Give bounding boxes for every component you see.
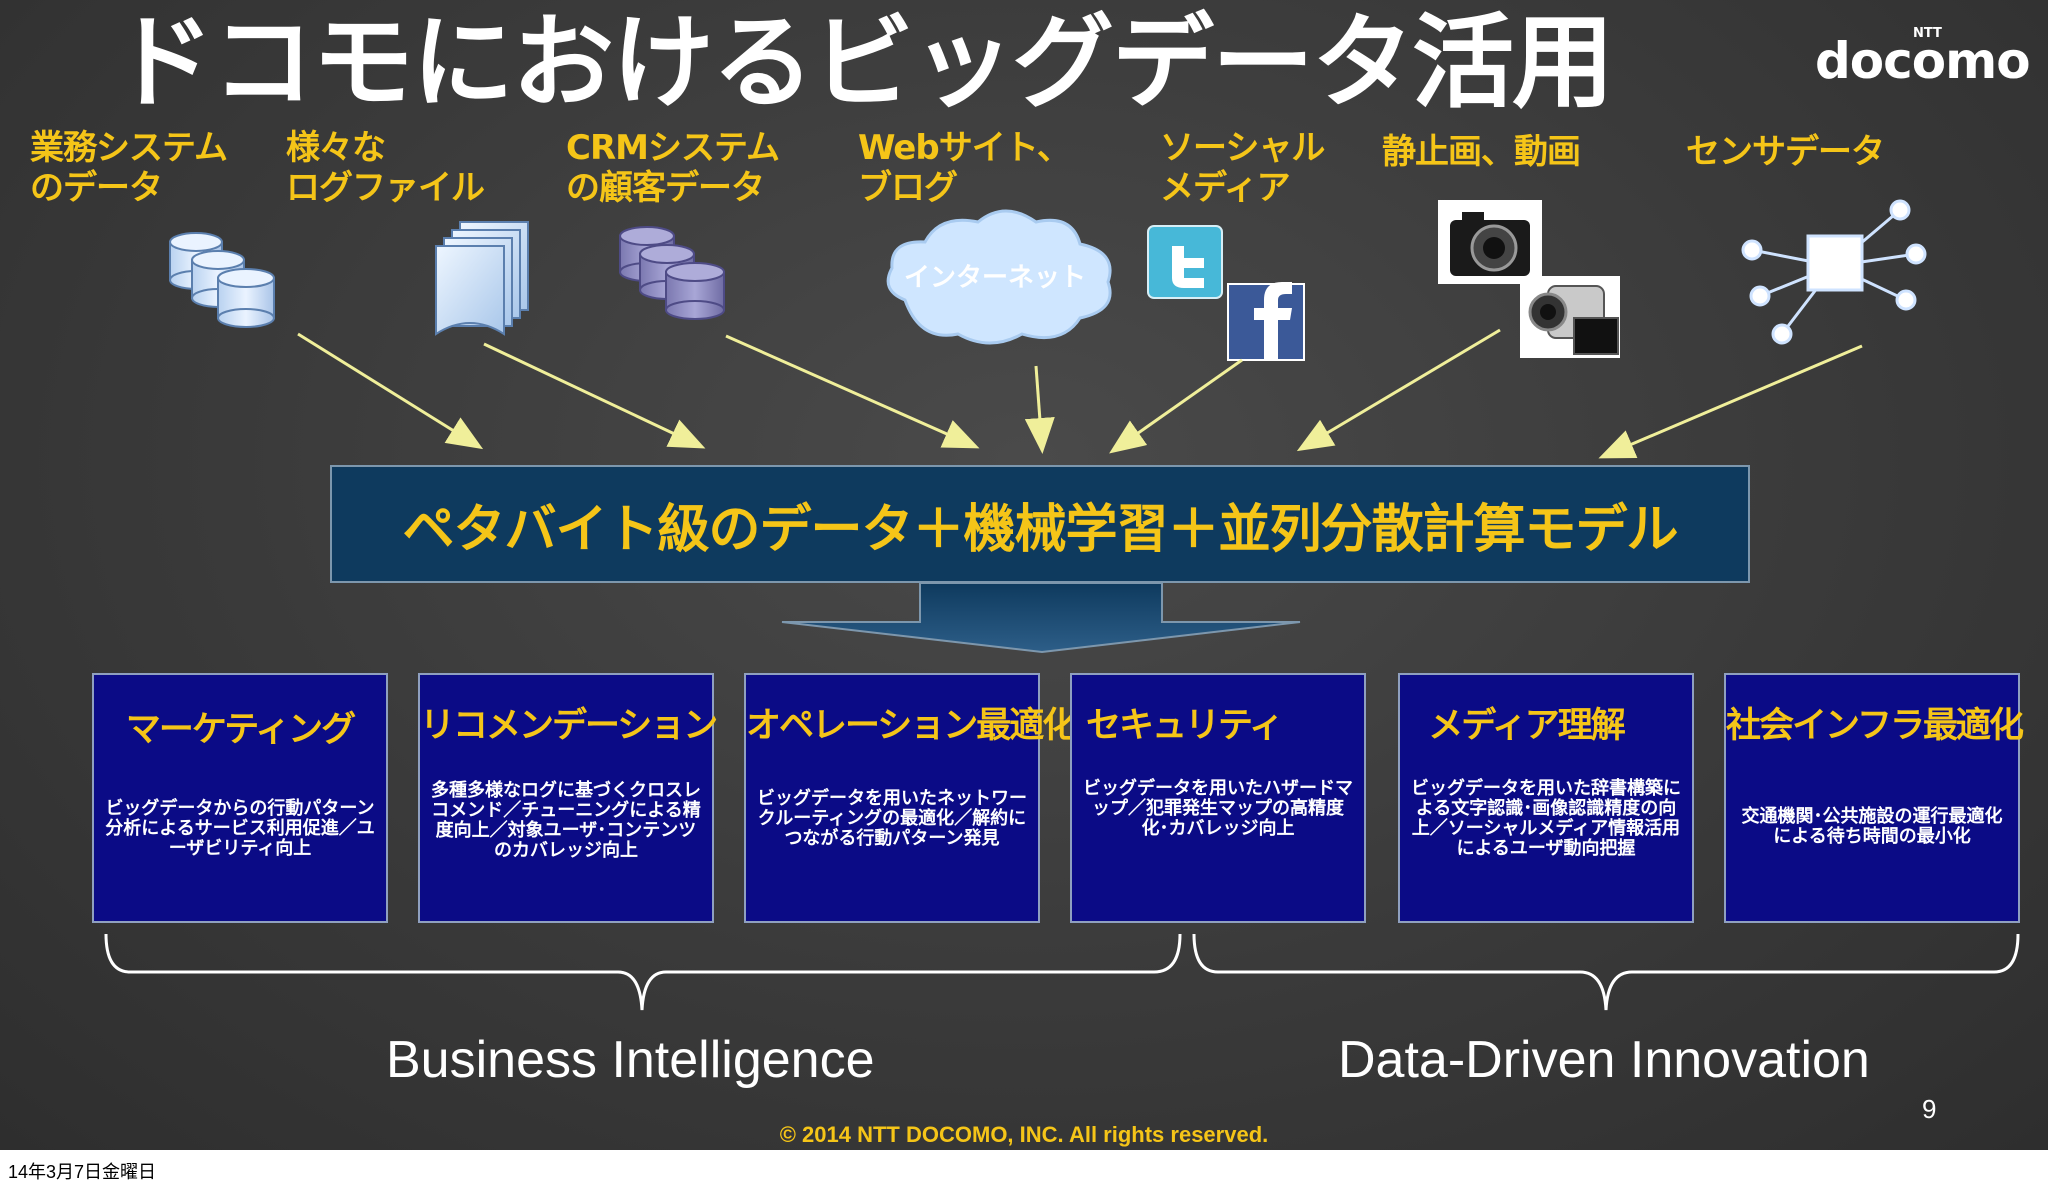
- box-title: セキュリティ: [1086, 706, 1284, 746]
- facebook-icon: [1227, 282, 1305, 361]
- slide-title: ドコモにおけるビッグデータ活用: [112, 4, 1614, 123]
- logo-ntt: NTT: [1913, 26, 1942, 41]
- database-icon: [619, 226, 725, 320]
- box-title: マーケティング: [125, 710, 356, 750]
- box-media-understanding: メディア理解 ビッグデータを用いた辞書構築による文字認識･画像認識精度の向上／ソ…: [1398, 673, 1694, 923]
- database-icon: [169, 232, 275, 328]
- box-desc: ビッグデータを用いた辞書構築による文字認識･画像認識精度の向上／ソーシャルメディ…: [1411, 778, 1681, 859]
- box-desc: ビッグデータからの行動パターン分析によるサービス利用促進／ユーザビリティ向上: [105, 798, 375, 859]
- core-banner: ペタバイト級のデータ＋機械学習＋並列分散計算モデル: [330, 465, 1750, 583]
- source-label-crm: CRMシステム の顧客データ: [566, 128, 780, 208]
- twitter-icon: [1147, 225, 1223, 299]
- box-desc: ビッグデータを用いたネットワークルーティングの最適化／解約につながる行動パターン…: [757, 788, 1027, 849]
- box-security: セキュリティ ビッグデータを用いたハザードマップ／犯罪発生マップの高精度化･カバ…: [1070, 673, 1366, 923]
- source-label-logs: 様々な ログファイル: [286, 128, 485, 208]
- source-label-media: 静止画、動画: [1382, 132, 1581, 172]
- brace-business-intelligence: [104, 933, 1182, 1011]
- group-label-business-intelligence: Business Intelligence: [386, 1031, 875, 1089]
- box-marketing: マーケティング ビッグデータからの行動パターン分析によるサービス利用促進／ユーザ…: [92, 673, 388, 923]
- down-arrow: [781, 582, 1301, 654]
- box-desc: 多種多様なログに基づくクロスレコメンド／チューニングによる精度向上／対象ユーザ･…: [431, 780, 701, 861]
- diagram-graphics: インターネット: [104, 199, 2020, 1011]
- page-number: 9: [1922, 1094, 1937, 1124]
- cloud-label: インターネット: [904, 263, 1086, 293]
- box-recommendation: リコメンデーション 多種多様なログに基づくクロスレコメンド／チューニングによる精…: [418, 673, 718, 923]
- source-label-social: ソーシャル メディア: [1160, 128, 1325, 208]
- box-desc: ビッグデータを用いたハザードマップ／犯罪発生マップの高精度化･カバレッジ向上: [1083, 778, 1353, 839]
- source-label-business: 業務システム のデータ: [30, 128, 228, 208]
- cloud-icon: インターネット: [886, 209, 1112, 345]
- slide: ドコモにおけるビッグデータ活用 NTT docomo 業務システム のデータ 様…: [0, 0, 2048, 1150]
- box-operation-optimization: オペレーション最適化 ビッグデータを用いたネットワークルーティングの最適化／解約…: [744, 673, 1077, 923]
- copyright: © 2014 NTT DOCOMO, INC. All rights reser…: [779, 1122, 1269, 1147]
- sensor-network-icon: [1741, 199, 1927, 345]
- arrow-icon: [297, 328, 1863, 459]
- box-infrastructure-optimization: 社会インフラ最適化 交通機関･公共施設の運行最適化による待ち時間の最小化: [1724, 673, 2024, 923]
- box-title: 社会インフラ最適化: [1726, 706, 2024, 746]
- source-label-web: Webサイト、 ブログ: [858, 128, 1071, 208]
- camera-icon: [1438, 200, 1542, 284]
- box-title: メディア理解: [1428, 706, 1626, 746]
- box-title: オペレーション最適化: [746, 706, 1077, 746]
- footer-date: 14年3月7日金曜日: [8, 1162, 157, 1182]
- brace-data-driven-innovation: [1192, 933, 2020, 1011]
- box-desc: 交通機関･公共施設の運行最適化による待ち時間の最小化: [1741, 806, 2003, 847]
- logo-word: docomo: [1815, 32, 2031, 90]
- document-stack-icon: [435, 221, 529, 336]
- source-label-sensor: センサデータ: [1686, 132, 1885, 172]
- box-title: リコメンデーション: [420, 706, 718, 746]
- video-camera-icon: [1520, 276, 1620, 358]
- group-label-data-driven-innovation: Data-Driven Innovation: [1338, 1031, 1870, 1089]
